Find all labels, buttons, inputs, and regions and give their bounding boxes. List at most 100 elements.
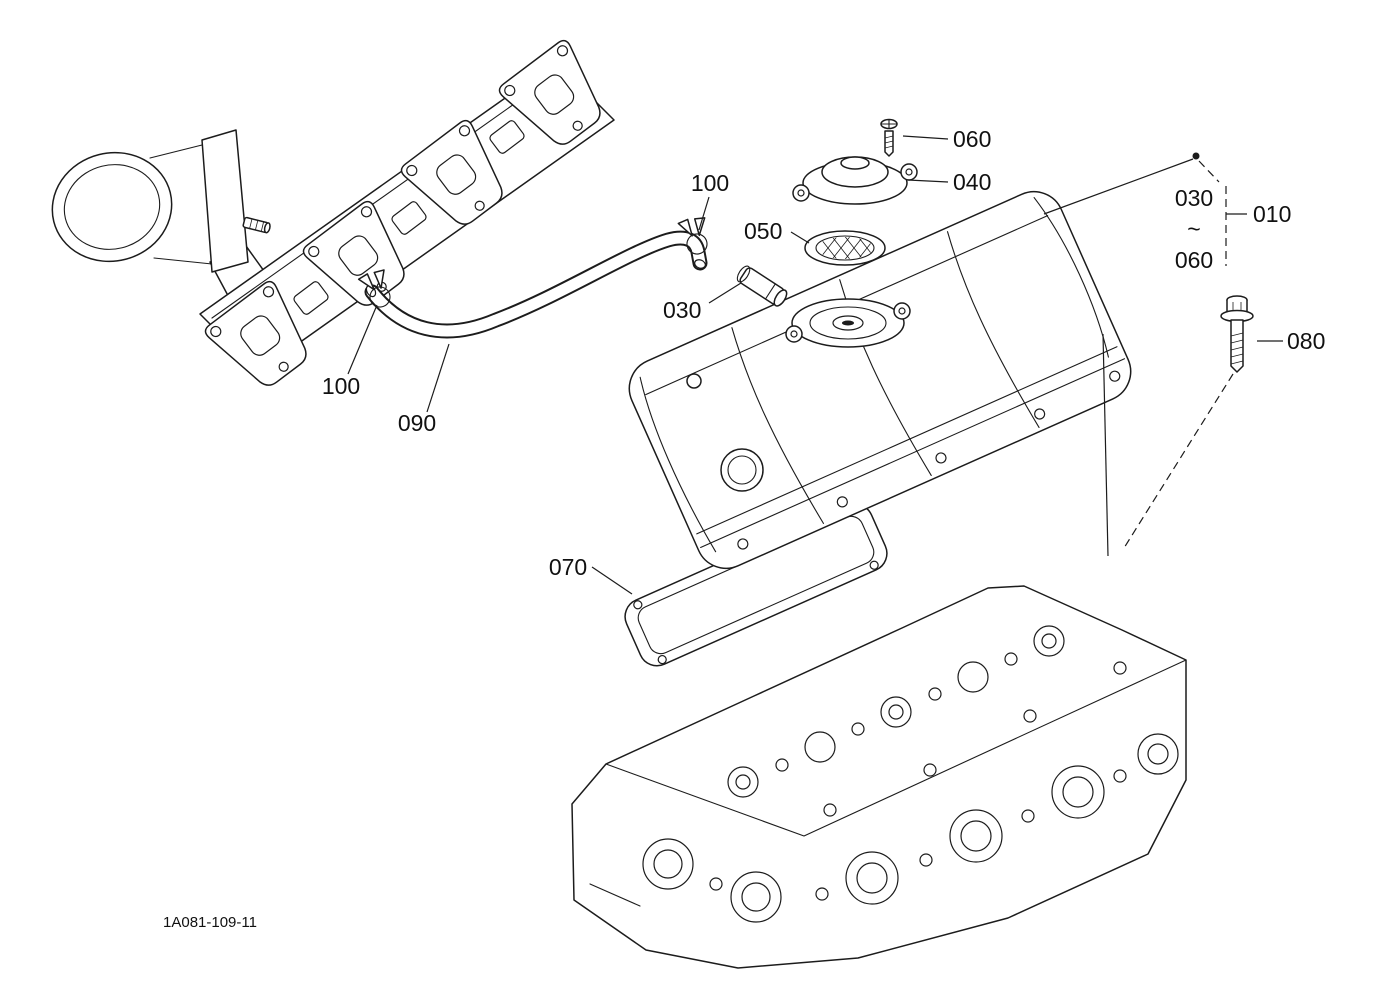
exhaust-manifold (51, 39, 615, 386)
head-valve-bores (727, 625, 1127, 817)
port-inner (856, 862, 888, 894)
port-inner (1062, 776, 1094, 808)
callout-090: 090 (398, 410, 436, 436)
small-hole (815, 887, 829, 901)
head-end-face-line (589, 883, 641, 907)
callout-range-end: 060 (1175, 247, 1213, 273)
breather-cover-ear-hole (797, 189, 805, 197)
callout-050: 050 (744, 218, 782, 244)
leader-070 (591, 566, 633, 595)
drawing-number: 1A081-109-11 (163, 914, 257, 931)
breather-cover-cap (840, 156, 870, 170)
small-hole (1021, 809, 1035, 823)
mount-ring (809, 306, 887, 340)
leader-040 (907, 179, 949, 183)
muffler-pipe-face (51, 151, 173, 263)
small-hole (1113, 769, 1127, 783)
bolt-hole (1113, 661, 1127, 675)
joint-end (736, 265, 751, 283)
joint-collar (764, 283, 776, 300)
cover-end-line (639, 376, 717, 553)
cover-scallop (731, 327, 824, 524)
valve-bore (804, 731, 836, 763)
joint-end (773, 289, 788, 307)
breather-cover-ear-hole (905, 168, 913, 176)
gasket-hole (657, 654, 667, 665)
clamp-wing (677, 218, 693, 237)
cover-bolt-hole (1109, 370, 1121, 382)
cover-bolt-hole (737, 538, 749, 550)
leader-100-upper (698, 196, 710, 231)
breather-mount (785, 298, 911, 348)
callout-040: 040 (953, 169, 991, 195)
port-inner (1147, 743, 1169, 765)
leader-060 (902, 135, 949, 140)
screw-shank (884, 130, 894, 157)
callout-labels: 100 060 040 050 030 030 ~ 060 010 080 10… (163, 126, 1325, 931)
element-inner (815, 235, 875, 261)
oil-filler-inner (727, 455, 757, 485)
mount-ear-hole (898, 307, 906, 315)
callout-100-lower: 100 (322, 373, 360, 399)
manifold-gasket (204, 280, 307, 386)
assembly-dot (1192, 152, 1200, 160)
gasket-hole (869, 560, 879, 570)
callout-100-upper: 100 (691, 170, 729, 196)
breather-cover (792, 156, 918, 205)
manifold-runner-port (293, 281, 329, 315)
oil-filler-opening (720, 448, 764, 492)
callout-070: 070 (549, 554, 587, 580)
port-inner (960, 820, 992, 852)
clamp-wing (373, 269, 385, 289)
cover-bolt-hole (836, 496, 848, 508)
callout-080: 080 (1287, 328, 1325, 354)
cylinder-head (571, 585, 1187, 969)
gasket-hole (633, 600, 643, 610)
cover-pin (686, 373, 702, 389)
head-top-face-edge (605, 659, 1187, 837)
oil-filler-ring (720, 448, 764, 492)
bolt-hole (1023, 709, 1037, 723)
manifold-runner-port (391, 201, 427, 235)
clamp-ring (686, 233, 708, 255)
stud-hole (775, 758, 789, 772)
valve-bore-inner (1041, 633, 1057, 649)
hose-clamp-lower (357, 269, 391, 308)
breather-cover-screw (880, 118, 898, 157)
manifold-runner-port (489, 120, 525, 154)
cylinder-head-outline (571, 585, 1187, 969)
leader-100-lower (347, 304, 378, 375)
muffler-body-line (149, 143, 207, 159)
bolt-hole (923, 763, 937, 777)
stud-hole (1004, 652, 1018, 666)
mount-ear-hole (790, 330, 798, 338)
port-inner (741, 882, 771, 912)
hose-tube-inner (366, 232, 706, 337)
cover-flange-line (696, 346, 1118, 535)
muffler-flange (51, 129, 283, 319)
bolt-hole (823, 803, 837, 817)
bracket-dash (1198, 160, 1220, 183)
muffler-body-line (153, 257, 213, 265)
stud-hole (851, 722, 865, 736)
clamp-ring (369, 286, 391, 308)
cover-bolt-hole (1034, 408, 1046, 420)
clamp-wing (693, 217, 706, 237)
valve-bore-inner (888, 704, 904, 720)
leader-030 (708, 282, 742, 304)
breather-joint (736, 265, 788, 307)
mount-center-dark (842, 320, 854, 326)
cover-scallop (946, 231, 1040, 428)
bolt-dash-line (1123, 373, 1234, 549)
leader-050 (790, 231, 810, 244)
stud-hole (928, 687, 942, 701)
port-inner (653, 849, 683, 879)
head-intake-ports (642, 733, 1179, 923)
manifold-port-gaskets (204, 39, 601, 386)
clamp-wing (357, 273, 375, 291)
valve-bore-inner (735, 774, 751, 790)
breather-element (804, 230, 886, 266)
breather-hose (364, 230, 708, 339)
